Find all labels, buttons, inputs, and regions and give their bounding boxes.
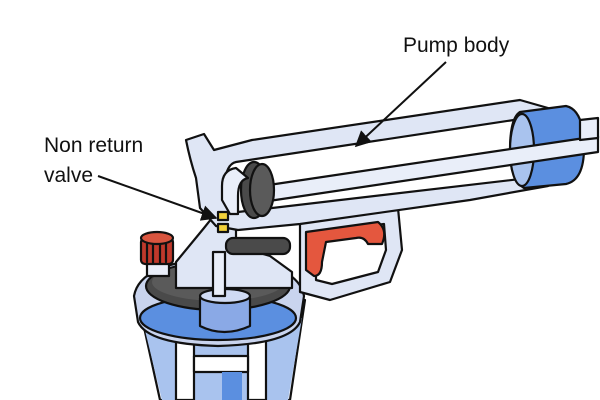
- non-return-valve: [216, 210, 230, 234]
- trigger: [304, 220, 386, 278]
- label-pump-body: Pump body: [403, 34, 510, 57]
- reservoir-inner-blue: [222, 372, 242, 400]
- reservoir-frame-rung: [192, 354, 250, 374]
- piston-rod-end: [578, 116, 600, 142]
- red-cap: [139, 230, 175, 278]
- plunger-head-front: [248, 162, 276, 218]
- pump-body-arrow: [354, 61, 447, 148]
- plunger-rod: [224, 236, 292, 256]
- non-return-valve-arrow: [97, 175, 218, 221]
- cap-top: [139, 230, 175, 246]
- label-non-return-line1: Non return: [44, 134, 143, 157]
- label-non-return-line2: valve: [44, 164, 93, 187]
- valve-seal-lower: [216, 222, 230, 234]
- valve-channel: [220, 166, 250, 216]
- feed-tube: [211, 250, 227, 298]
- inner-cup: [198, 296, 252, 334]
- valve-seal-upper: [216, 210, 230, 222]
